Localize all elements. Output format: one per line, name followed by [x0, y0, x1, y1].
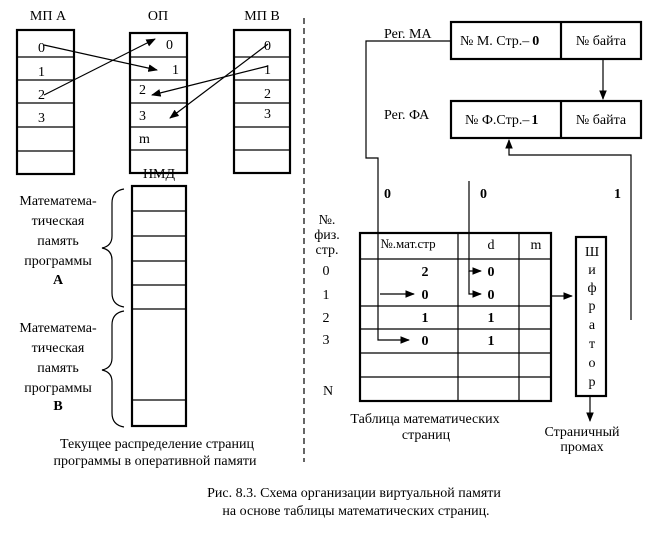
svg-text:ф: ф	[587, 281, 596, 296]
svg-text:р: р	[589, 375, 596, 390]
svg-text:память: память	[37, 234, 79, 249]
table-row-1-d: 0	[488, 288, 495, 303]
lookup-arrows	[365, 40, 632, 422]
svg-text:о: о	[589, 356, 596, 371]
svg-text:Текущее распределение страниц: Текущее распределение страниц	[60, 437, 254, 452]
op-row-2: 2	[139, 83, 146, 98]
svg-text:на основе таблицы математическ: на основе таблицы математических страниц…	[222, 504, 489, 519]
table-row-0-d: 0	[488, 265, 495, 280]
table-caption: Таблица математических страниц	[350, 412, 499, 443]
reg-ma-register	[449, 20, 643, 61]
svg-text:Рис. 8.3. Схема организации ви: Рис. 8.3. Схема организации виртуальной …	[207, 486, 501, 501]
brace-b-label: Математема- тическая память программы B	[19, 321, 97, 414]
op-row-3: 3	[139, 109, 146, 124]
figure-caption: Рис. 8.3. Схема организации виртуальной …	[207, 486, 501, 519]
nmd-title: НМД	[143, 167, 176, 182]
svg-text:тическая: тическая	[32, 214, 85, 229]
svg-text:р: р	[589, 299, 596, 314]
reg-fa-byte-field: № байта	[576, 113, 627, 128]
svg-text:Страничный: Страничный	[544, 425, 620, 440]
table-row-1-mat: 0	[422, 288, 429, 303]
mp-a-row-1: 1	[38, 65, 45, 80]
svg-text:Таблица математических: Таблица математических	[350, 412, 499, 427]
svg-text:тическая: тическая	[32, 341, 85, 356]
svg-text:B: B	[53, 399, 62, 414]
op-row-m: m	[139, 132, 150, 147]
mp-b-row-2: 2	[264, 87, 271, 102]
reg-fa-page-field: № Ф.Стр.–1	[465, 113, 538, 128]
reg-fa-label: Рег. ФА	[384, 108, 430, 123]
table-row-3-d: 1	[488, 334, 495, 349]
nmd-column	[130, 184, 188, 428]
page-table	[358, 231, 553, 403]
svg-text:№.: №.	[319, 213, 336, 228]
brace-a	[101, 188, 125, 308]
bit-label-2: 1	[614, 187, 621, 202]
bit-label-1: 0	[480, 187, 487, 202]
svg-text:а: а	[589, 318, 596, 333]
table-header-mat: №.мат.стр	[380, 236, 435, 251]
page-mapping-arrows	[43, 38, 269, 119]
op-column	[128, 31, 189, 175]
mp-b-row-1: 1	[264, 63, 271, 78]
mp-a-column	[15, 28, 76, 176]
svg-text:программы в оперативной памяти: программы в оперативной памяти	[53, 454, 257, 469]
table-row-3-mat: 0	[422, 334, 429, 349]
mp-a-row-0: 0	[38, 41, 45, 56]
phys-row-0: 0	[323, 264, 330, 279]
svg-text:страниц: страниц	[402, 428, 451, 443]
op-row-1: 1	[172, 63, 179, 78]
phys-page-header: №. физ. стр.	[314, 213, 340, 258]
cipher-letters: Ш и ф р а т о р	[585, 245, 599, 390]
svg-text:т: т	[589, 337, 595, 352]
svg-text:программы: программы	[24, 254, 92, 269]
table-row-2-mat: 1	[422, 311, 429, 326]
svg-text:промах: промах	[560, 440, 603, 455]
table-row-0-mat: 2	[422, 265, 429, 280]
bit-label-0: 0	[384, 187, 391, 202]
brace-a-label: Математема- тическая память программы A	[19, 194, 97, 288]
op-row-0: 0	[166, 38, 173, 53]
phys-row-2: 2	[323, 311, 330, 326]
svg-text:Математема-: Математема-	[19, 321, 97, 336]
mp-b-column	[232, 28, 292, 175]
svg-text:Математема-: Математема-	[19, 194, 97, 209]
op-title: ОП	[148, 9, 168, 24]
reg-ma-page-field: № М. Стр.–0	[460, 34, 539, 49]
svg-text:A: A	[53, 273, 64, 288]
phys-row-3: 3	[323, 333, 330, 348]
mp-a-row-3: 3	[38, 111, 45, 126]
svg-text:и: и	[588, 263, 596, 278]
mp-b-row-0: 0	[264, 39, 271, 54]
reg-ma-label: Рег. МА	[384, 27, 432, 42]
phys-row-n: N	[323, 384, 333, 399]
brace-b	[101, 310, 125, 428]
phys-row-1: 1	[323, 288, 330, 303]
table-header-d: d	[488, 238, 495, 253]
reg-fa-register	[449, 99, 643, 140]
mp-a-row-2: 2	[38, 88, 45, 103]
left-caption: Текущее распределение страниц программы …	[53, 437, 257, 469]
svg-text:программы: программы	[24, 381, 92, 396]
mp-b-row-3: 3	[264, 107, 271, 122]
page-miss-label: Страничный промах	[544, 425, 620, 455]
table-row-2-d: 1	[488, 311, 495, 326]
reg-ma-byte-field: № байта	[576, 34, 627, 49]
svg-text:стр.: стр.	[315, 243, 338, 258]
table-header-m: m	[531, 238, 542, 253]
svg-text:память: память	[37, 361, 79, 376]
mp-a-title: МП А	[30, 9, 67, 24]
svg-text:Ш: Ш	[585, 245, 599, 260]
mp-b-title: МП В	[244, 9, 279, 24]
svg-text:физ.: физ.	[314, 228, 340, 243]
cipher-block	[574, 235, 608, 398]
